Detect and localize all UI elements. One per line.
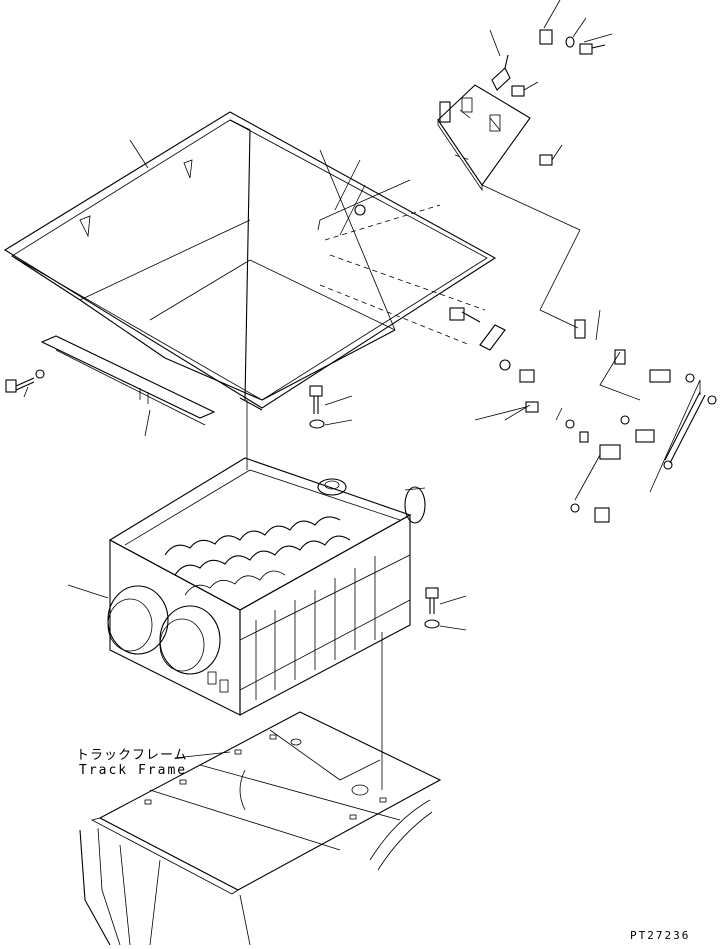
fasteners-top	[511, 0, 613, 166]
side-rail	[40, 335, 216, 426]
track-frame-label-en: Track Frame	[79, 763, 188, 778]
drawing-reference: PT27236	[630, 929, 691, 942]
track-frame	[79, 711, 442, 946]
hopper	[3, 111, 497, 411]
crusher-body	[67, 457, 426, 716]
bolts-center	[309, 385, 467, 631]
gas-spring-assembly	[449, 307, 717, 523]
wiring	[317, 159, 581, 346]
bolt-left	[5, 369, 45, 398]
track-frame-label-jp: トラックフレーム	[76, 748, 188, 763]
bracket-top	[489, 29, 511, 91]
control-box	[437, 84, 531, 192]
